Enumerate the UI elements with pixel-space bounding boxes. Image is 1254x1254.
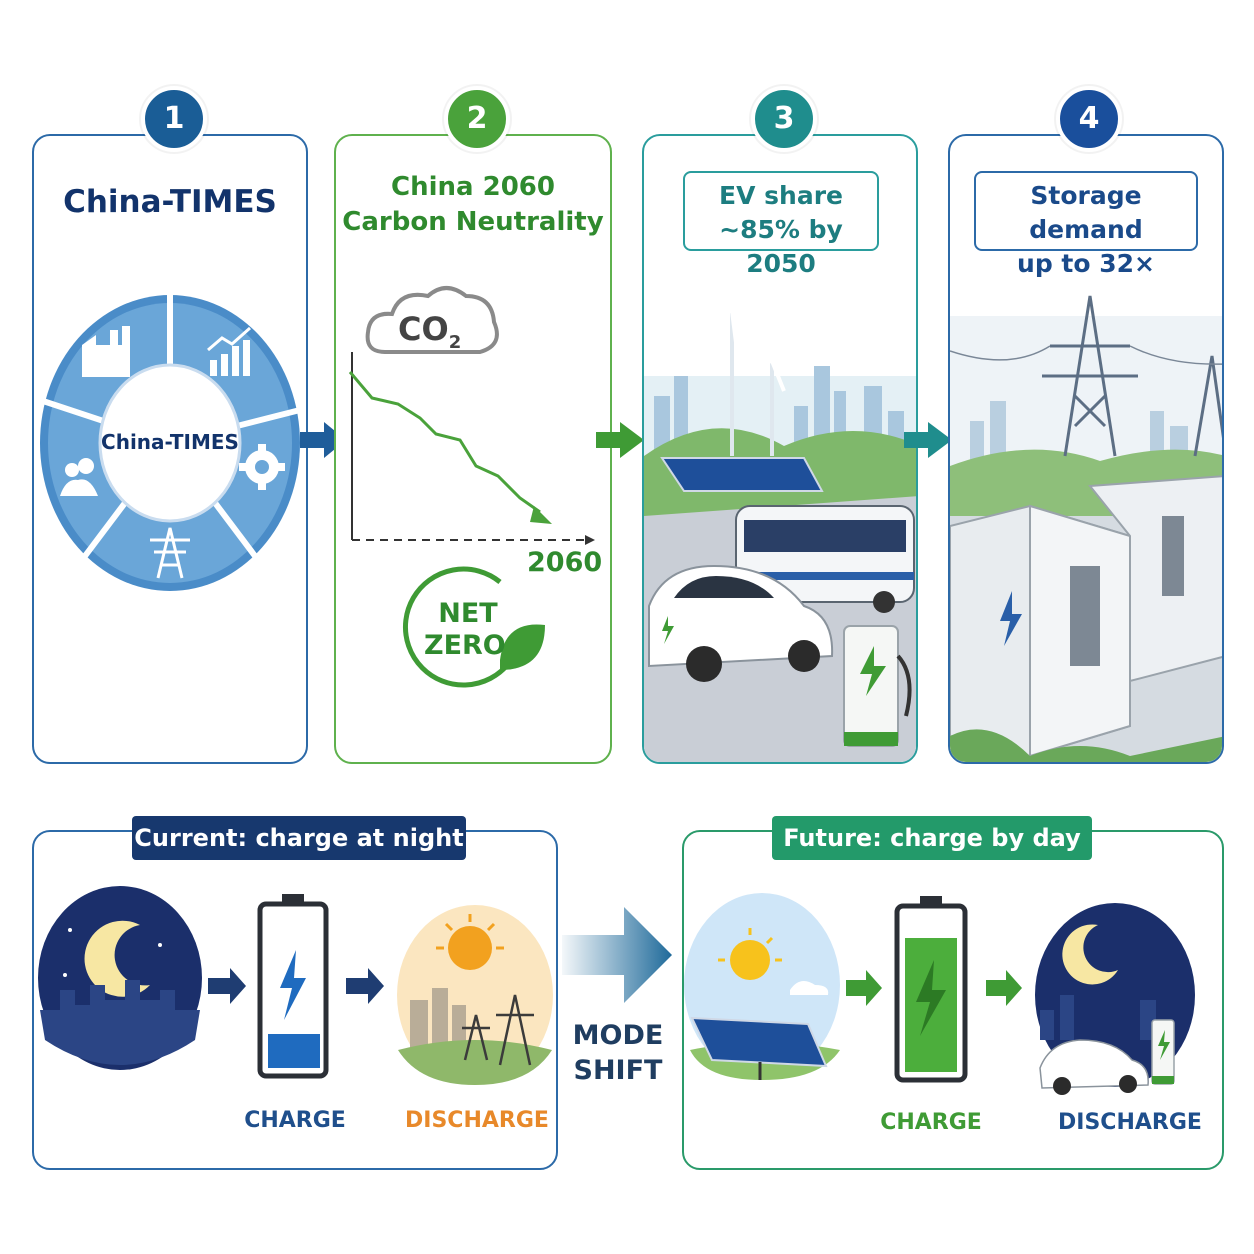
current-discharge-label: DISCHARGE bbox=[405, 1108, 549, 1133]
co2-subscript: 2 bbox=[448, 332, 462, 353]
ev-scene-illustration bbox=[644, 279, 916, 762]
future-mode-banner: Future: charge by day bbox=[772, 816, 1092, 860]
year-2060-label: 2060 bbox=[527, 547, 603, 578]
storage-scene-illustration bbox=[950, 295, 1222, 762]
transmission-tower-icon bbox=[950, 295, 1222, 457]
net-zero-icon bbox=[402, 566, 545, 688]
co2-cloud-icon bbox=[365, 286, 499, 354]
current-arrow-2 bbox=[346, 968, 384, 1004]
mode-shift-arrow bbox=[562, 907, 672, 1003]
night-ev-charging-icon bbox=[1035, 903, 1195, 1095]
battery-full-icon bbox=[894, 896, 968, 1083]
growth-chart-icon bbox=[207, 326, 251, 376]
future-arrow-1 bbox=[846, 970, 882, 1006]
emissions-decline-line bbox=[348, 371, 541, 514]
panel1-title: China-TIMES bbox=[63, 184, 277, 220]
wheel-center-label: China-TIMES bbox=[101, 430, 239, 454]
night-moon-icon bbox=[38, 886, 202, 1070]
ev-share-line2: ~85% by 2050 bbox=[719, 215, 843, 278]
net-zero-line2: ZERO bbox=[424, 630, 506, 661]
sun-industry-icon bbox=[397, 905, 553, 1085]
arrow-3-to-4 bbox=[904, 422, 952, 458]
power-tower-icon bbox=[150, 527, 190, 579]
current-charge-label: CHARGE bbox=[244, 1108, 346, 1133]
electric-car-icon bbox=[648, 564, 834, 682]
step-badge-1: 1 bbox=[141, 86, 207, 152]
people-icon bbox=[60, 458, 98, 496]
storage-demand-line1: Storage demand bbox=[1029, 181, 1143, 244]
co2-text: CO bbox=[398, 310, 449, 348]
panel2-title-line2: Carbon Neutrality bbox=[342, 207, 604, 237]
current-mode-banner: Current: charge at night bbox=[132, 816, 466, 860]
arrow-2-to-3 bbox=[596, 422, 644, 458]
electric-bus-icon bbox=[735, 505, 915, 613]
future-discharge-label: DISCHARGE bbox=[1058, 1110, 1202, 1135]
current-arrow-1 bbox=[208, 968, 246, 1004]
factory-icon bbox=[82, 326, 130, 377]
panel-carbon-neutrality bbox=[334, 134, 612, 764]
step-badge-3: 3 bbox=[751, 86, 817, 152]
solar-panel-icon bbox=[660, 457, 824, 492]
step-badge-4: 4 bbox=[1056, 86, 1122, 152]
future-arrow-2 bbox=[986, 970, 1022, 1006]
gear-icon bbox=[239, 444, 285, 490]
storage-demand-line2: up to 32× bbox=[1017, 249, 1155, 278]
battery-storage-units bbox=[950, 475, 1222, 758]
battery-charging-icon bbox=[257, 894, 329, 1079]
ev-share-callout: EV share ~85% by 2050 bbox=[683, 171, 879, 278]
mode-shift-line1: MODE bbox=[572, 1020, 664, 1051]
step-badge-2: 2 bbox=[444, 86, 510, 152]
ev-charger-icon bbox=[843, 625, 912, 747]
mode-shift-line2: SHIFT bbox=[573, 1055, 663, 1086]
ev-share-line1: EV share bbox=[719, 181, 843, 210]
storage-demand-callout: Storage demand up to 32× bbox=[974, 171, 1198, 278]
panel2-title-line1: China 2060 bbox=[391, 172, 555, 202]
future-charge-label: CHARGE bbox=[880, 1110, 982, 1135]
sun-solar-icon bbox=[684, 893, 840, 1080]
net-zero-line1: NET bbox=[438, 598, 498, 629]
co2-label: CO2 bbox=[398, 310, 461, 353]
